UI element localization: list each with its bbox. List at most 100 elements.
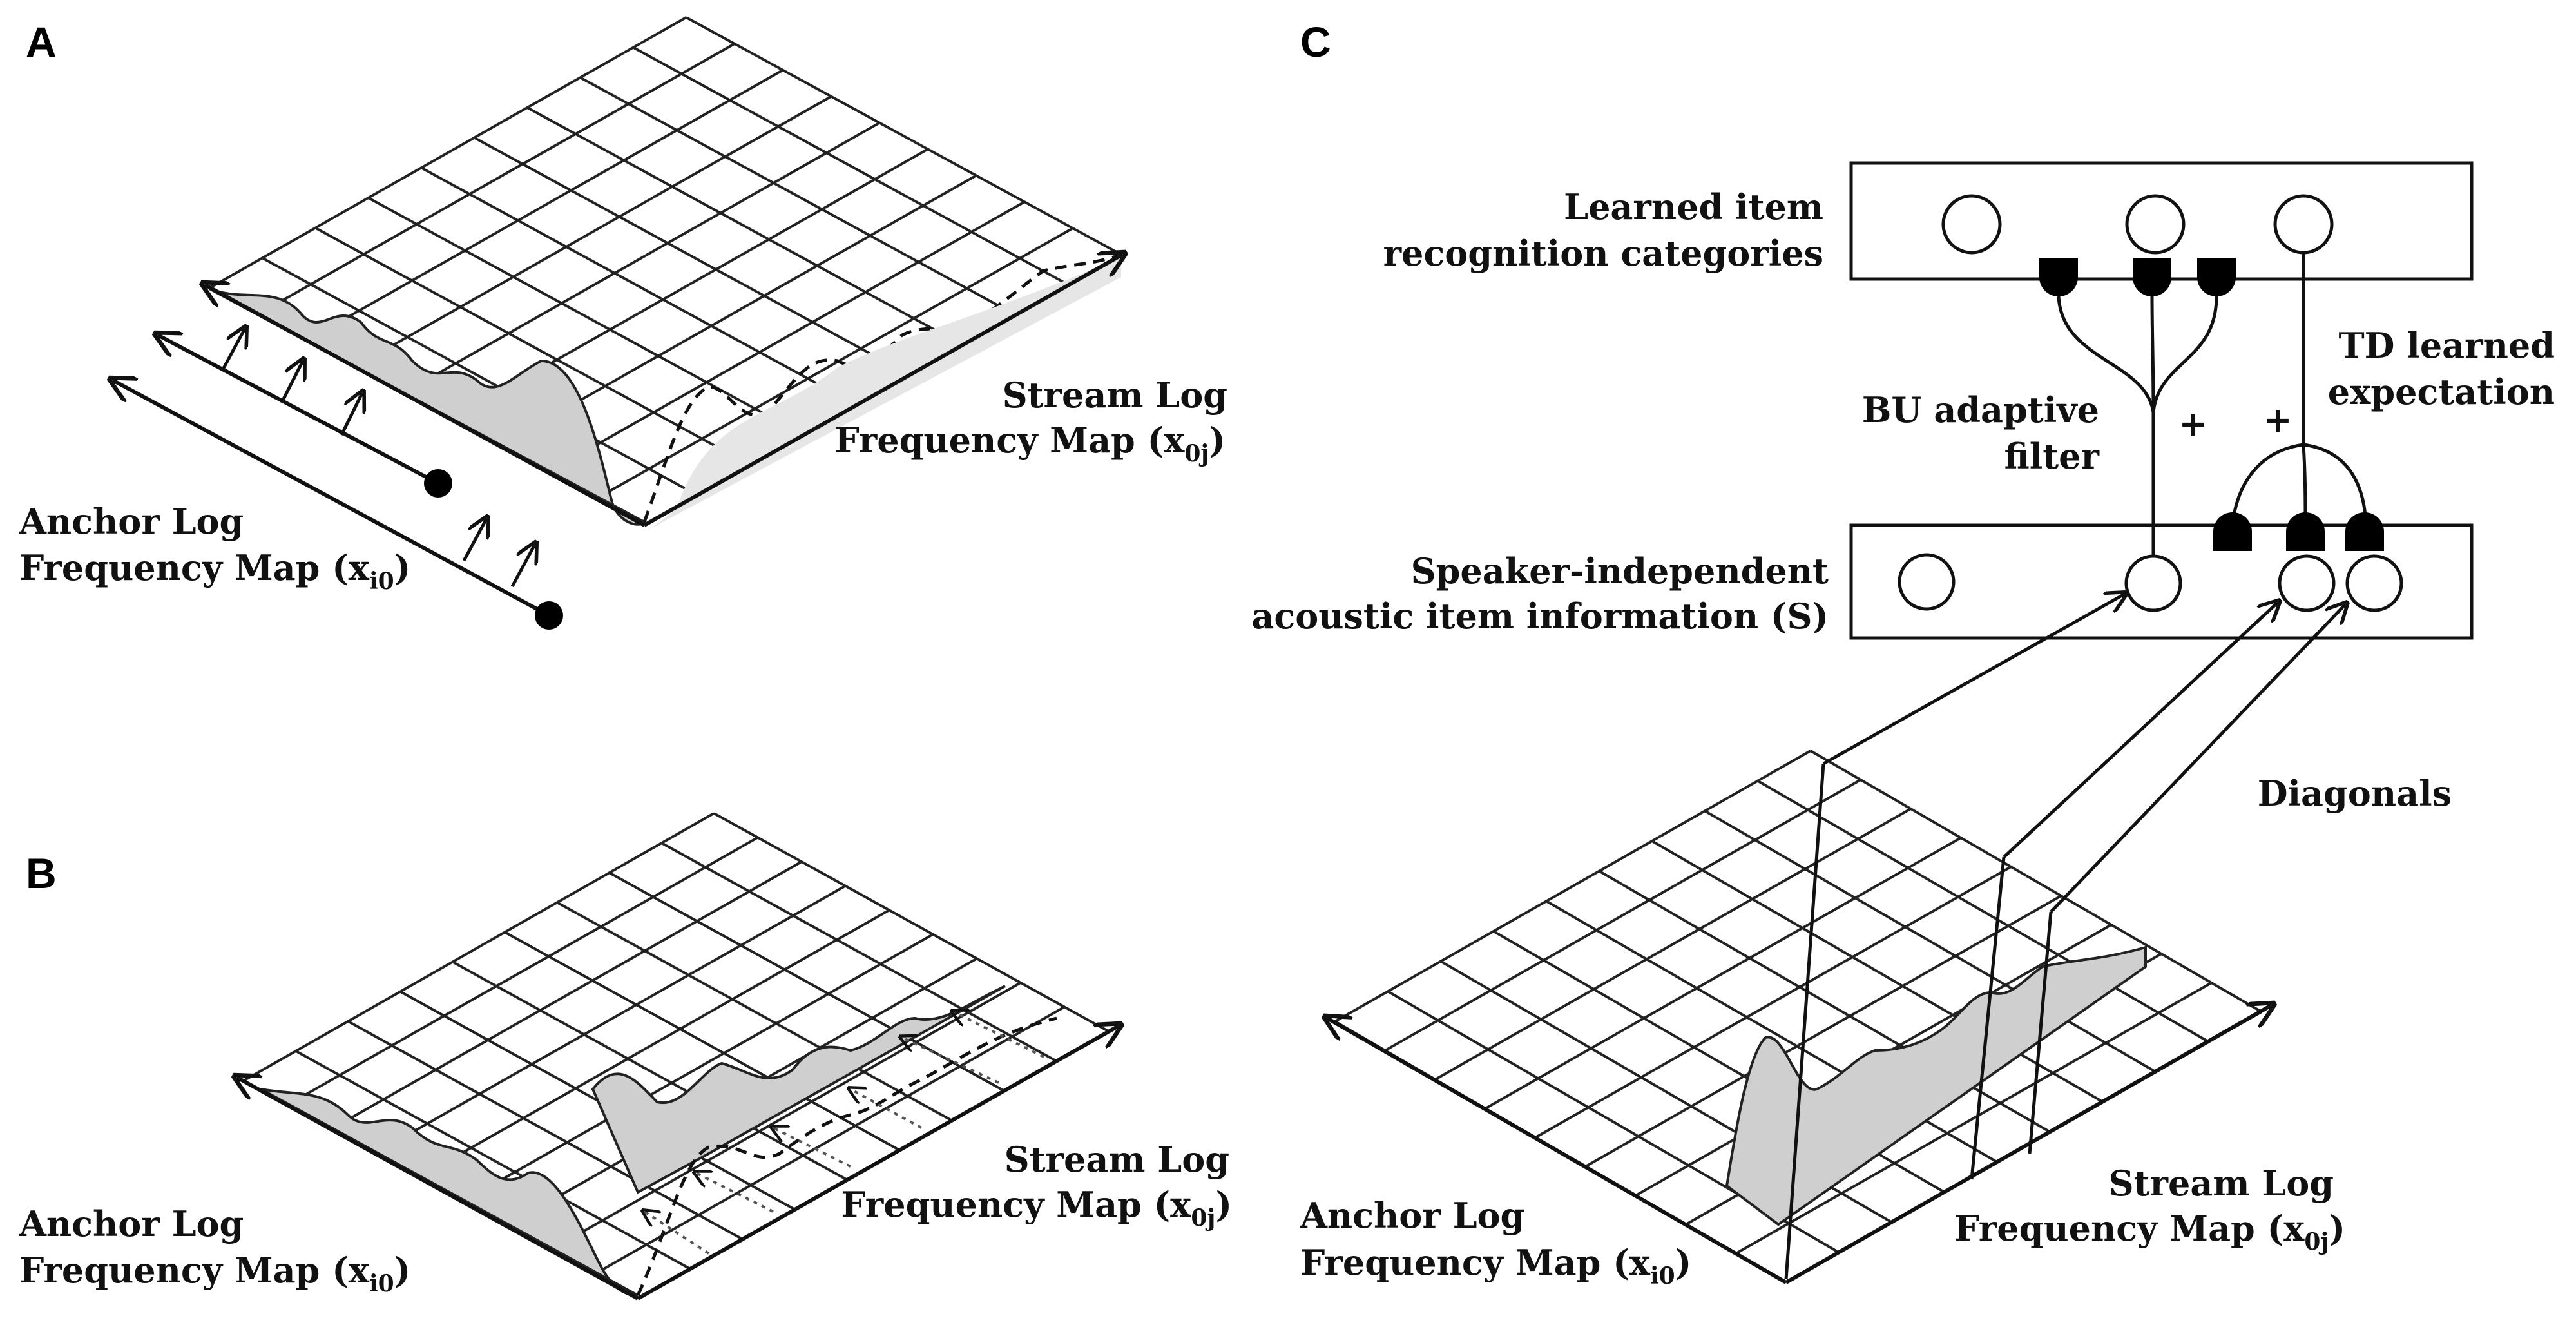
grid-line: [1334, 750, 1811, 1023]
panel-label-a: A: [26, 18, 57, 66]
grid-line: [1809, 750, 2263, 1013]
panel-b-dotted-arrows: [644, 1012, 1044, 1255]
recognition-node-1: [1941, 194, 2002, 255]
grid-line: [257, 43, 735, 316]
panel-b-stream-axis: [637, 1026, 1119, 1301]
grid-line: [462, 933, 934, 1203]
grid-line: [1535, 866, 2012, 1139]
grid-line: [579, 76, 1016, 316]
panel-a-diagram: Stream Log Frequency Map (x0j) Anchor Lo…: [19, 16, 1227, 630]
acoustic-node-3: [2278, 554, 2336, 612]
panel-c-stream-label-line2: Frequency Map (x0j): [1954, 1208, 2345, 1255]
grid-line: [632, 46, 1069, 286]
grid-line: [474, 136, 910, 376]
recognition-node-3: [2273, 194, 2334, 255]
panel-a-shift-arrows: [220, 329, 535, 588]
grid-line: [1384, 779, 1861, 1052]
grid-line: [209, 16, 687, 289]
panel-label-b: B: [26, 849, 57, 897]
panel-a-anchor-curve: [209, 287, 647, 526]
grid-line: [526, 106, 963, 346]
bu-adaptive-filter-pathway: [2039, 258, 2236, 556]
grid-line: [347, 1020, 744, 1241]
panel-a-stream-label-line2: Frequency Map (x0j): [834, 420, 1226, 467]
acoustic-node-4: [2345, 554, 2403, 612]
grid-line: [367, 197, 804, 436]
panel-c-stream-axis: [1785, 1005, 2271, 1284]
panel-a-stream-shade: [651, 258, 1121, 528]
panel-a-offset-axis-1: [158, 335, 439, 485]
grid-line: [593, 1005, 1065, 1276]
panel-b-shifted-curve: [591, 985, 1006, 1194]
grid-line: [374, 884, 846, 1155]
td-plus-sign: +: [2263, 399, 2292, 440]
td-label-line2: expectation: [2328, 371, 2555, 412]
panel-a-anchor-label-line2: Frequency Map (xi0): [19, 547, 410, 595]
grid-line: [686, 16, 1122, 256]
panel-a-stream-label-line1: Stream Log: [1003, 374, 1227, 416]
grid-line: [243, 812, 715, 1082]
grid-line: [354, 95, 832, 369]
panel-c-diagram: Learned item recognition categories Spea…: [1251, 161, 2555, 1290]
td-label-line1: TD learned: [2339, 325, 2555, 366]
panel-b-anchor-axis: [237, 1078, 639, 1301]
bu-plus-sign: +: [2178, 403, 2207, 444]
grid-line: [1756, 779, 2210, 1043]
grid-line: [262, 256, 698, 497]
grid-line: [1434, 808, 1912, 1081]
acoustic-node-1: [1898, 553, 1956, 611]
acoustic-label-line1: Speaker-independent: [1411, 550, 1829, 592]
grid-line: [418, 909, 890, 1179]
panel-b-anchor-label-line1: Anchor Log: [19, 1203, 244, 1244]
acoustic-label-line2: acoustic item information (S): [1251, 595, 1829, 637]
panel-a-anchor-label-line1: Anchor Log: [19, 501, 244, 542]
panel-c-anchor-axis: [1327, 1018, 1787, 1284]
grid-line: [305, 69, 783, 342]
acoustic-node-2: [2124, 554, 2182, 612]
panel-b-anchor-label-line2: Frequency Map (xi0): [19, 1250, 410, 1297]
panel-a-anchor-axis: [205, 285, 646, 527]
panel-b-stream-label-line2: Frequency Map (x0j): [841, 1184, 1232, 1232]
grid-line: [1704, 809, 2157, 1074]
grid-line: [420, 166, 857, 407]
grid-line: [295, 1050, 691, 1270]
grid-line: [595, 227, 1073, 500]
panel-a-stream-axis: [643, 255, 1122, 527]
grid-line: [402, 121, 880, 395]
grid-line: [547, 200, 1025, 474]
bu-label-line1: BU adaptive: [1862, 389, 2099, 430]
grid-line: [550, 982, 1021, 1252]
panel-a-offset-axis-2: [113, 380, 550, 617]
grid-line: [1584, 895, 2062, 1168]
grid-line: [287, 836, 758, 1107]
td-expectation-pathway: [2213, 253, 2384, 551]
grid-line: [504, 931, 900, 1152]
grid-line: [331, 860, 802, 1130]
recognition-node-2: [2125, 194, 2186, 255]
panel-b-grid: [243, 812, 1109, 1300]
grid-line: [660, 842, 1057, 1062]
grid-line: [1651, 840, 2104, 1103]
panel-b-stream-curve: [636, 1016, 1057, 1297]
panel-a-node-2: [535, 601, 563, 630]
panel-c-diagonal-curve: [1725, 945, 2147, 1226]
grid-line: [452, 960, 848, 1181]
panel-b-stream-label-line1: Stream Log: [1004, 1139, 1229, 1180]
panel-label-c: C: [1300, 18, 1331, 66]
grid-line: [608, 871, 1004, 1092]
diagonal-projections: [1784, 594, 2345, 1280]
panel-c-anchor-label-line2: Frequency Map (xi0): [1300, 1242, 1691, 1290]
panel-b-diagram: Stream Log Frequency Map (x0j) Anchor Lo…: [19, 812, 1232, 1301]
bu-label-line2: filter: [2004, 436, 2099, 477]
grid-line: [1598, 869, 2052, 1134]
panel-a-node-1: [424, 469, 452, 498]
grid-line: [713, 812, 1109, 1032]
diagonals-label: Diagonals: [2258, 773, 2452, 814]
recognition-label-line2: recognition categories: [1383, 233, 1823, 274]
grid-line: [556, 901, 952, 1122]
panel-c-anchor-label-line1: Anchor Log: [1300, 1195, 1524, 1236]
recognition-label-line1: Learned item: [1564, 186, 1823, 227]
panel-c-stream-label-line1: Stream Log: [2109, 1163, 2334, 1204]
grid-line: [1735, 982, 2213, 1255]
